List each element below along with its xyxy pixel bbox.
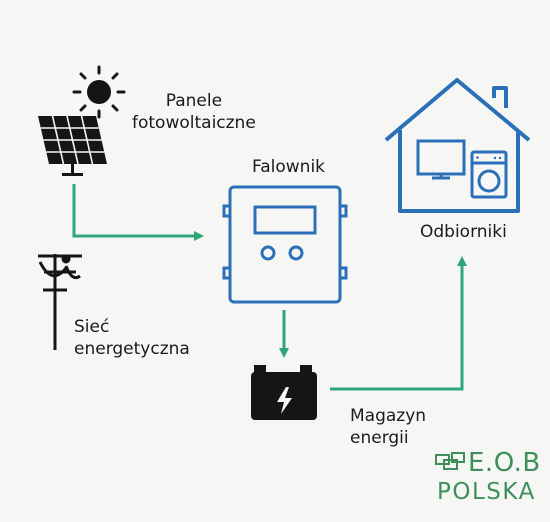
energy-storage-label-line-2: energii [350,428,409,448]
solar-panel-icon [38,115,107,176]
power-grid-label-line-2: energetyczna [74,339,190,359]
solar-panels-label-line-1: Panele [165,91,223,111]
inverter-icon [222,185,348,304]
energy-storage-label: Magazyn energii [350,405,426,449]
solar-panels-label-line-2: fotowoltaiczne [132,113,256,133]
tv-icon [416,139,466,180]
eob-polska-logo: E.O.B POLSKA [434,448,542,510]
energy-storage-label-line-1: Magazyn [350,406,427,426]
panel-to-inverter-arrow [72,184,204,241]
washing-machine-icon [470,150,508,199]
inverter-label: Falownik [252,157,326,177]
solar-panels-label: Panele fotowoltaiczne [132,90,256,134]
flow-arrows [72,184,467,391]
logo-text-eob: E.O.B [468,448,541,478]
sun-icon [72,65,126,119]
loads-label: Odbiorniki [420,222,507,242]
battery-to-loads-arrow [330,256,467,391]
battery-icon [251,365,317,420]
logo-text-polska: POLSKA [437,479,536,505]
power-grid-label-line-1: Sieć [74,317,110,337]
power-grid-label: Sieć energetyczna [74,316,190,360]
power-pole-icon [38,254,82,350]
house-icon [384,78,531,213]
logo-mark-icon [435,452,465,470]
